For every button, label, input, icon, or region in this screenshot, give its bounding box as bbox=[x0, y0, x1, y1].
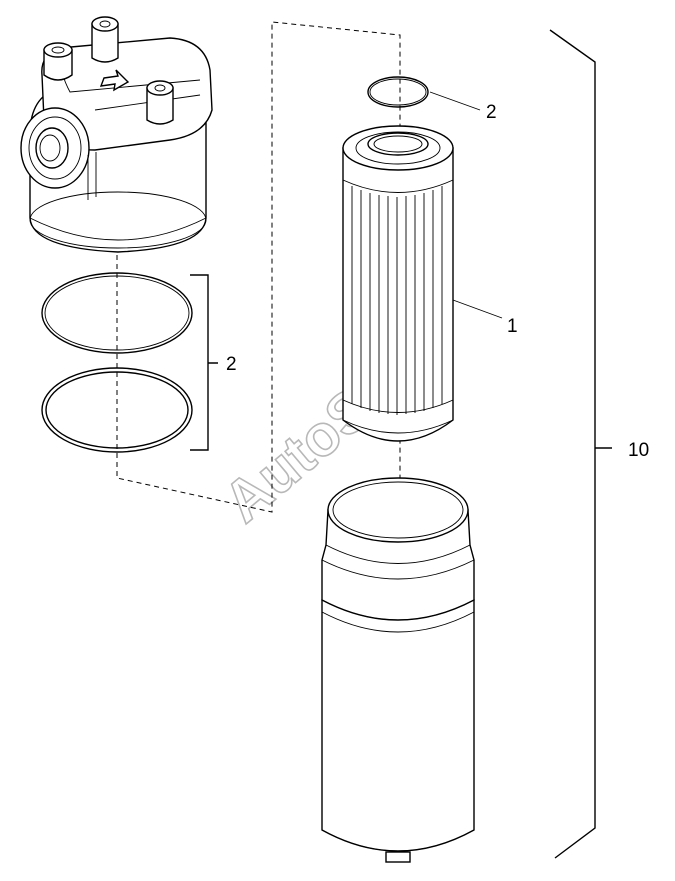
filter-bowl bbox=[321, 477, 475, 863]
o-ring-small bbox=[367, 76, 429, 108]
callout-filter-kit: 10 bbox=[628, 440, 649, 461]
leader-filter-element bbox=[452, 299, 503, 319]
callout-seals-pair: 2 bbox=[226, 354, 237, 375]
filter-element bbox=[342, 125, 454, 442]
filter-head bbox=[20, 16, 213, 253]
seals-pair-bracket bbox=[190, 274, 218, 451]
kit-bracket bbox=[549, 29, 612, 859]
leader-seal-small bbox=[429, 91, 481, 111]
callout-filter-element: 1 bbox=[507, 316, 518, 337]
o-ring-seals-pair bbox=[41, 272, 193, 453]
callout-seal-small: 2 bbox=[486, 102, 497, 123]
